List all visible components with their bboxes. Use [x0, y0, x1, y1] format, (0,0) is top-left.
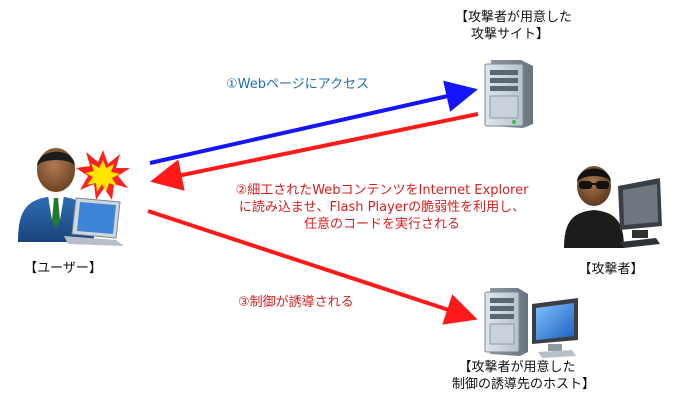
explosion-icon	[74, 148, 132, 206]
user-label: 【ユーザー】	[24, 261, 102, 276]
control-host-label: 【攻撃者が用意した 制御の誘導先のホスト】	[452, 359, 596, 393]
user-laptop-icon	[16, 136, 126, 252]
red-arrow-content	[150, 112, 479, 191]
attack-site-label-line1: 【攻撃者が用意した	[455, 10, 573, 25]
attack-site-label: 【攻撃者が用意した 攻撃サイト】	[455, 9, 573, 43]
blue-arrow-access	[149, 80, 478, 165]
step2-text-line2: に読み込ませ、Flash Playerの脆弱性を利用し、	[238, 200, 526, 215]
control-host-label-line1: 【攻撃者が用意した	[458, 360, 576, 375]
server-monitor-icon	[482, 286, 582, 362]
attacker-label: 【攻撃者】	[578, 262, 644, 277]
control-host-label-line2: 制御の誘導先のホスト】	[452, 377, 596, 392]
step1-text: ①Webページにアクセス	[226, 77, 370, 92]
step2-text-line3: 任意のコードを実行される	[303, 217, 460, 232]
step2-text: ②細工されたWebコンテンツをInternet Explorer に読み込ませ、…	[219, 182, 545, 233]
red-arrow-redirect	[147, 209, 478, 325]
attacker-computer-icon	[560, 156, 664, 252]
step3-text: ③制御が誘導される	[238, 295, 354, 310]
server-icon	[481, 56, 535, 132]
attack-site-label-line2: 攻撃サイト】	[470, 27, 549, 42]
step2-text-line1: ②細工されたWebコンテンツをInternet Explorer	[235, 183, 529, 198]
